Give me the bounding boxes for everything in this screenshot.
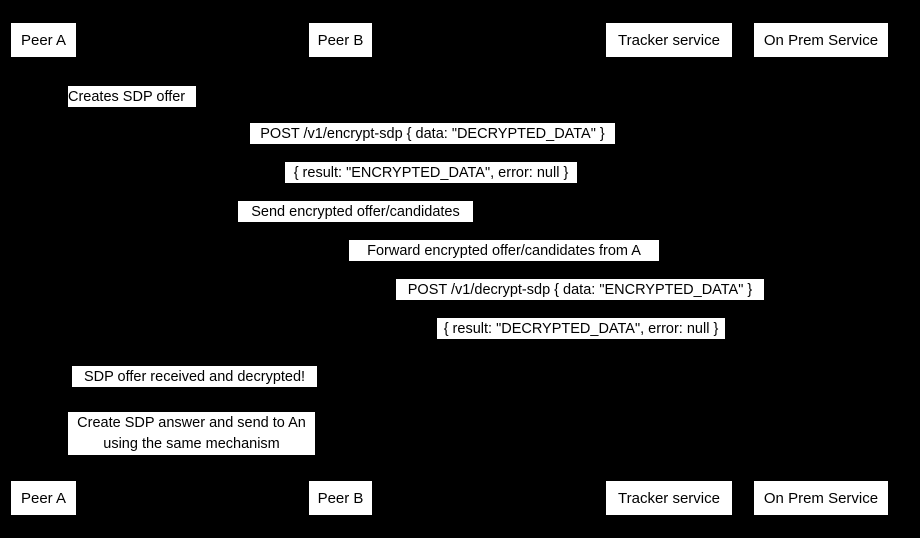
actor-tracker-service-top[interactable]: Tracker service: [605, 22, 733, 58]
lifeline-tracker-service: [669, 58, 670, 478]
actor-peer-b-top-label: Peer B: [317, 31, 364, 49]
message-send-encrypted-offer: Send encrypted offer/candidates: [238, 201, 473, 222]
actor-peer-a-bottom-label: Peer A: [20, 489, 67, 507]
actor-on-prem-service-bottom[interactable]: On Prem Service: [753, 480, 889, 516]
actor-on-prem-service-bottom-label: On Prem Service: [763, 489, 879, 507]
actor-peer-a-bottom[interactable]: Peer A: [10, 480, 77, 516]
message-decrypt-sdp-result: { result: "DECRYPTED_DATA", error: null …: [437, 318, 725, 339]
actor-tracker-service-top-label: Tracker service: [618, 31, 720, 49]
message-post-decrypt-sdp: POST /v1/decrypt-sdp { data: "ENCRYPTED_…: [396, 279, 764, 300]
actor-peer-a-top[interactable]: Peer A: [10, 22, 77, 58]
actor-peer-b-top[interactable]: Peer B: [308, 22, 373, 58]
note-create-sdp-answer: Create SDP answer and send to An using t…: [68, 412, 315, 455]
actor-peer-b-bottom[interactable]: Peer B: [308, 480, 373, 516]
lifeline-peer-a: [43, 58, 44, 478]
lifeline-on-prem-service: [821, 58, 822, 478]
message-forward-encrypted-offer: Forward encrypted offer/candidates from …: [349, 240, 659, 261]
actor-on-prem-service-top-label: On Prem Service: [763, 31, 879, 49]
lifeline-peer-b: [340, 58, 341, 478]
arrow-creates-sdp-offer: [43, 96, 83, 97]
message-encrypt-sdp-result: { result: "ENCRYPTED_DATA", error: null …: [285, 162, 577, 183]
message-post-encrypt-sdp: POST /v1/encrypt-sdp { data: "DECRYPTED_…: [250, 123, 615, 144]
actor-peer-b-bottom-label: Peer B: [317, 489, 364, 507]
message-creates-sdp-offer: Creates SDP offer: [68, 86, 196, 107]
actor-on-prem-service-top[interactable]: On Prem Service: [753, 22, 889, 58]
actor-tracker-service-bottom[interactable]: Tracker service: [605, 480, 733, 516]
actor-tracker-service-bottom-label: Tracker service: [618, 489, 720, 507]
note-sdp-offer-received: SDP offer received and decrypted!: [72, 366, 317, 387]
actor-peer-a-top-label: Peer A: [20, 31, 67, 49]
